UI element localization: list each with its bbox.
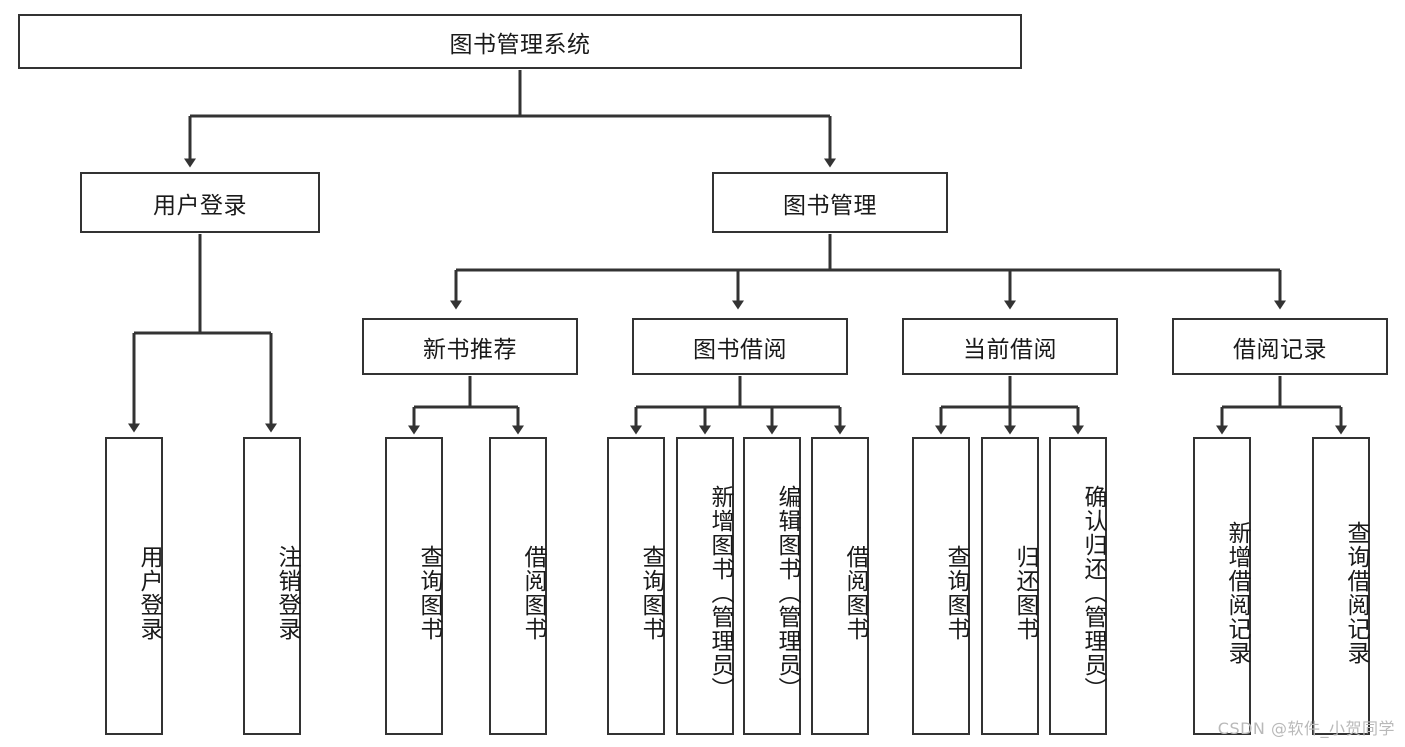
leaf-user-login-login[interactable]: 用户登录 — [105, 437, 163, 735]
node-label: 当前借阅 — [963, 336, 1057, 363]
node-new-book-recommend[interactable]: 新书推荐 — [362, 318, 578, 375]
node-borrow-record[interactable]: 借阅记录 — [1172, 318, 1388, 375]
node-label: 注销登录 — [274, 545, 300, 641]
leaf-borrow-borrow-book[interactable]: 借阅图书 — [811, 437, 869, 735]
node-book-borrow[interactable]: 图书借阅 — [632, 318, 848, 375]
node-label: 图书管理 — [783, 192, 877, 219]
node-label: 查询借阅记录 — [1343, 521, 1369, 665]
node-label: 借阅记录 — [1233, 336, 1327, 363]
node-user-login[interactable]: 用户登录 — [80, 172, 320, 233]
node-label: 借阅图书 — [520, 545, 546, 641]
csdn-watermark: CSDN @软件_小贺同学 — [1217, 719, 1395, 738]
leaf-current-confirm-return[interactable]: 确认归还（管理员） — [1049, 437, 1107, 735]
node-label: 编辑图书（管理员） — [774, 485, 800, 701]
leaf-recommend-query-book[interactable]: 查询图书 — [385, 437, 443, 735]
node-label: 查询图书 — [943, 545, 969, 641]
node-label: 新增借阅记录 — [1224, 521, 1250, 665]
node-label: 新增图书（管理员） — [707, 485, 733, 701]
node-label: 用户登录 — [136, 545, 162, 641]
leaf-current-query-book[interactable]: 查询图书 — [912, 437, 970, 735]
leaf-recommend-borrow-book[interactable]: 借阅图书 — [489, 437, 547, 735]
node-book-management[interactable]: 图书管理 — [712, 172, 948, 233]
node-label: 图书管理系统 — [449, 31, 591, 58]
leaf-record-query-record[interactable]: 查询借阅记录 — [1312, 437, 1370, 735]
leaf-user-login-logout[interactable]: 注销登录 — [243, 437, 301, 735]
node-label: 新书推荐 — [423, 336, 517, 363]
node-label: 图书借阅 — [693, 336, 787, 363]
node-label: 查询图书 — [416, 545, 442, 641]
node-root-system[interactable]: 图书管理系统 — [18, 14, 1022, 69]
node-label: 查询图书 — [638, 545, 664, 641]
leaf-current-return-book[interactable]: 归还图书 — [981, 437, 1039, 735]
node-label: 归还图书 — [1012, 545, 1038, 641]
node-label: 借阅图书 — [842, 545, 868, 641]
leaf-borrow-query-book[interactable]: 查询图书 — [607, 437, 665, 735]
leaf-borrow-add-book[interactable]: 新增图书（管理员） — [676, 437, 734, 735]
node-label: 用户登录 — [153, 192, 247, 219]
node-label: 确认归还（管理员） — [1080, 485, 1106, 701]
leaf-borrow-edit-book[interactable]: 编辑图书（管理员） — [743, 437, 801, 735]
leaf-record-add-record[interactable]: 新增借阅记录 — [1193, 437, 1251, 735]
node-current-borrow[interactable]: 当前借阅 — [902, 318, 1118, 375]
